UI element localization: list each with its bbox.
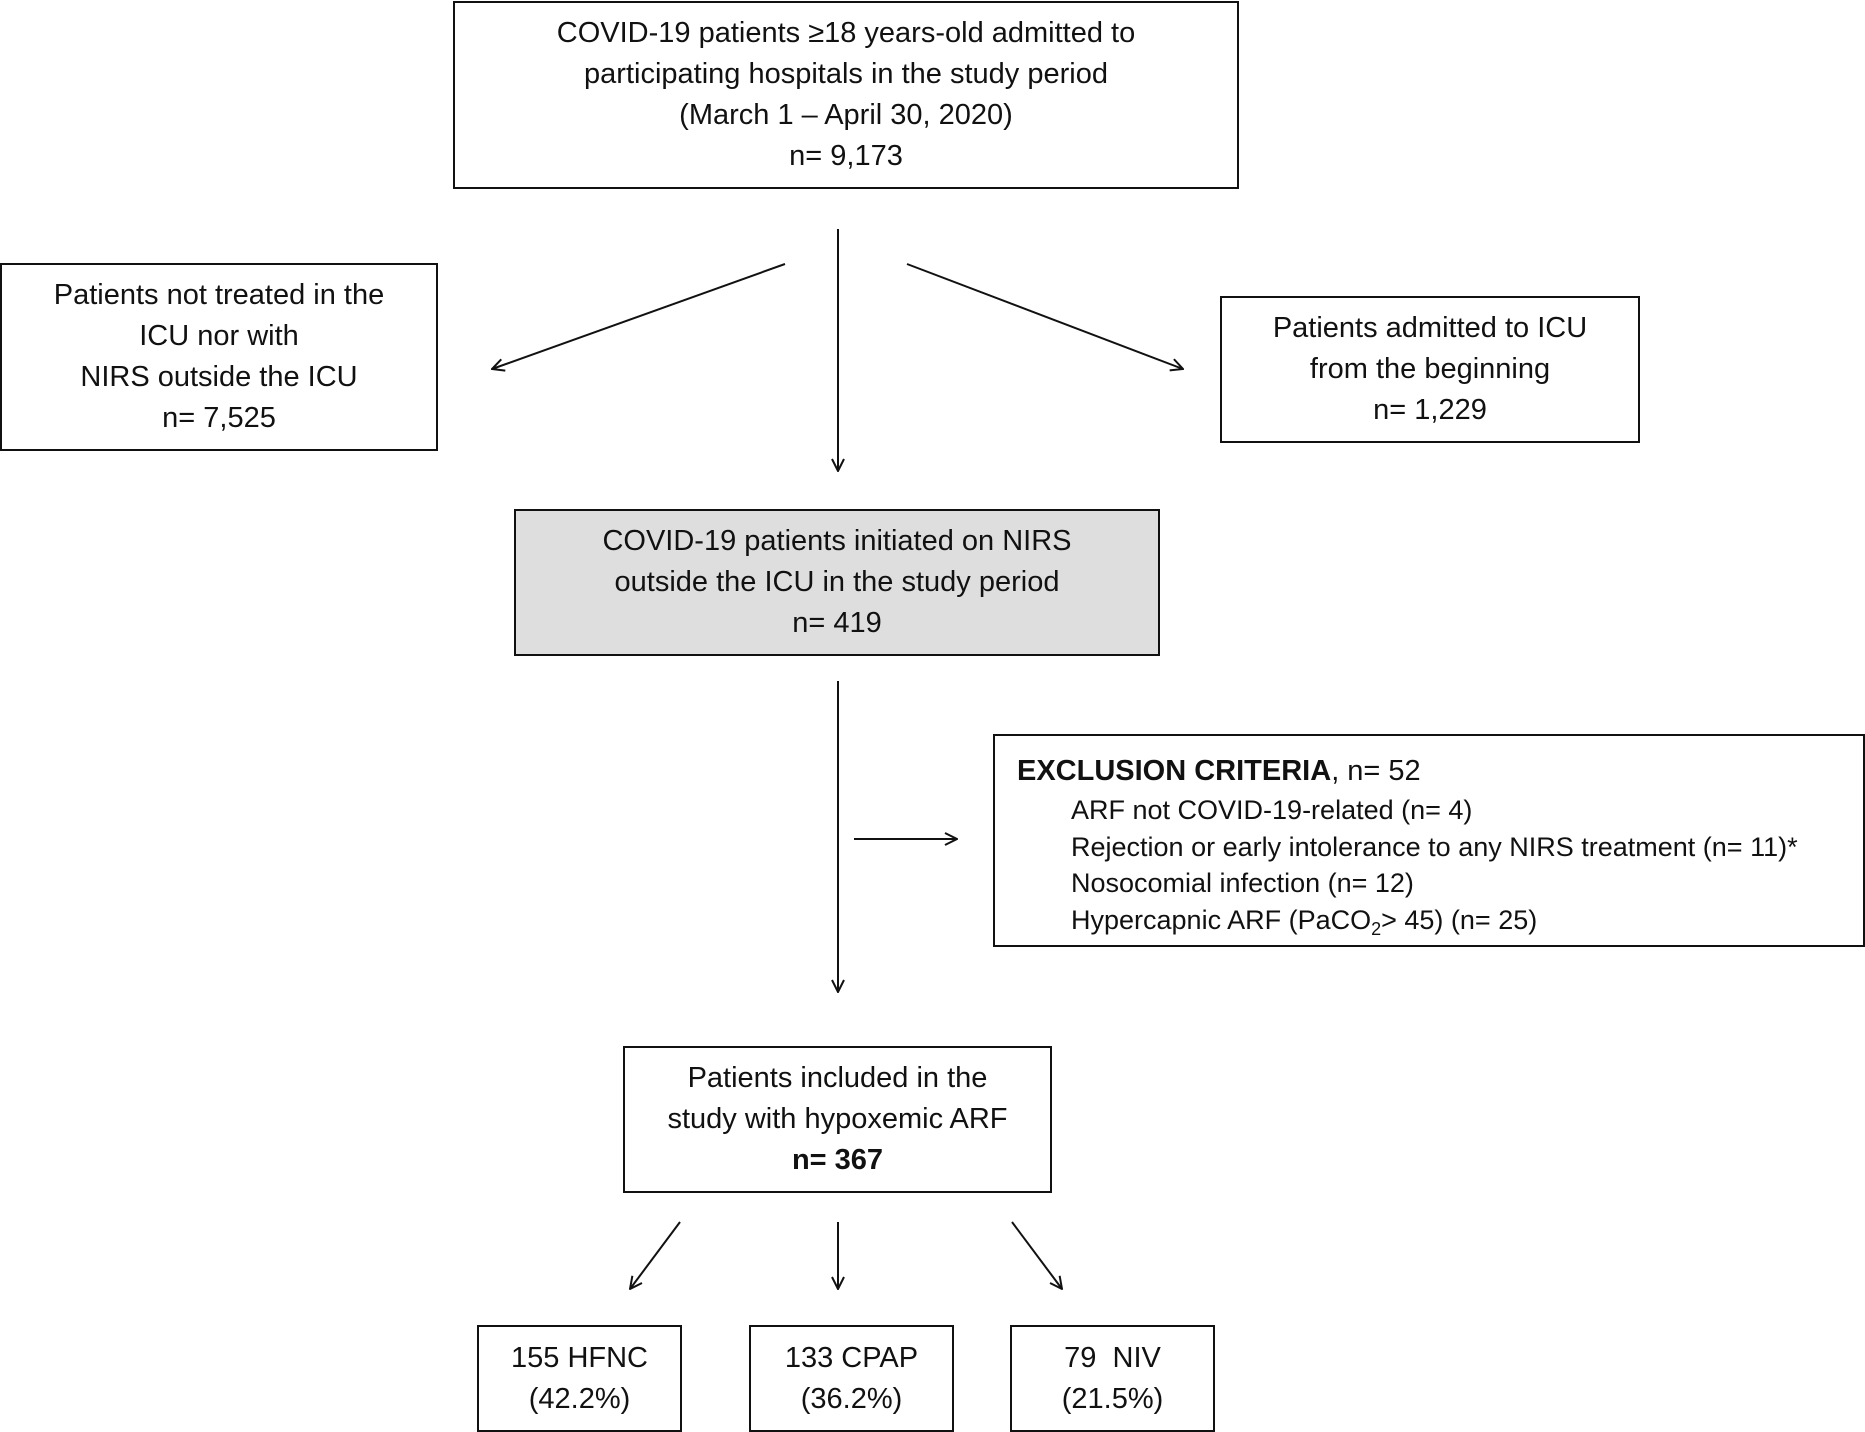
hypercapnic-subscript: 2 [1371, 918, 1382, 939]
box-line: from the beginning [1309, 353, 1551, 385]
box-line: (36.2%) [800, 1382, 903, 1415]
box-cpap: 133 CPAP (36.2%) [749, 1325, 954, 1432]
box-initiated-nirs: COVID-19 patients initiated on NIRS outs… [514, 509, 1160, 656]
box-line: n= 9,173 [789, 140, 903, 172]
box-admitted-patients: COVID-19 patients ≥18 years-old admitted… [453, 1, 1239, 189]
arrow-top-to-left [492, 263, 786, 369]
exclusion-title: EXCLUSION CRITERIA [1017, 755, 1332, 787]
box-line: Patients not treated in the [53, 279, 385, 311]
box-hfnc: 155 HFNC (42.2%) [477, 1325, 682, 1432]
box-line: (21.5%) [1061, 1382, 1164, 1415]
exclusion-item: ARF not COVID-19-related (n= 4) [1071, 795, 1473, 825]
box-line: n= 1,229 [1373, 394, 1487, 426]
box-line: (42.2%) [528, 1382, 631, 1415]
box-line: n= 419 [792, 607, 882, 639]
box-line: 155 HFNC [511, 1341, 648, 1374]
included-count: n= 367 [791, 1144, 884, 1176]
hypercapnic-text: Hypercapnic ARF (PaCO [1071, 904, 1372, 935]
arrow-top-to-right [906, 263, 1183, 369]
hypercapnic-text-end: > 45) (n= 25) [1381, 904, 1538, 935]
box-line: COVID-19 patients ≥18 years-old admitted… [556, 17, 1136, 49]
box-line: 79 NIV [1064, 1341, 1161, 1374]
box-niv: 79 NIV (21.5%) [1010, 1325, 1215, 1432]
box-line: 133 CPAP [784, 1341, 919, 1374]
box-admitted-icu: Patients admitted to ICU from the beginn… [1220, 296, 1640, 443]
exclusion-heading: EXCLUSION CRITERIA, n= 52 [1017, 750, 1421, 792]
box-exclusion-criteria: EXCLUSION CRITERIA, n= 52 ARF not COVID-… [993, 734, 1865, 947]
box-line: n= 7,525 [162, 402, 276, 434]
box-line: (March 1 – April 30, 2020) [679, 99, 1013, 131]
box-line: participating hospitals in the study per… [584, 58, 1108, 90]
box-line: Patients included in the [687, 1062, 988, 1094]
box-not-treated: Patients not treated in the ICU nor with… [0, 263, 438, 451]
box-line: outside the ICU in the study period [614, 566, 1060, 598]
box-line: study with hypoxemic ARF [667, 1103, 1008, 1135]
exclusion-item-hypercapnic: Hypercapnic ARF (PaCO2> 45) (n= 25) [1017, 902, 1537, 939]
box-line: Patients admitted to ICU [1272, 312, 1588, 344]
box-included-patients: Patients included in the study with hypo… [623, 1046, 1052, 1193]
box-line: COVID-19 patients initiated on NIRS [602, 525, 1072, 557]
exclusion-item: Nosocomial infection (n= 12) [1071, 868, 1414, 898]
exclusion-count: , n= 52 [1331, 755, 1421, 787]
exclusion-item: Rejection or early intolerance to any NI… [1071, 831, 1798, 862]
arrow-included-to-hfnc [630, 1221, 681, 1289]
box-line: ICU nor with [139, 320, 299, 352]
arrow-included-to-niv [1011, 1221, 1062, 1289]
box-line: NIRS outside the ICU [80, 361, 358, 393]
